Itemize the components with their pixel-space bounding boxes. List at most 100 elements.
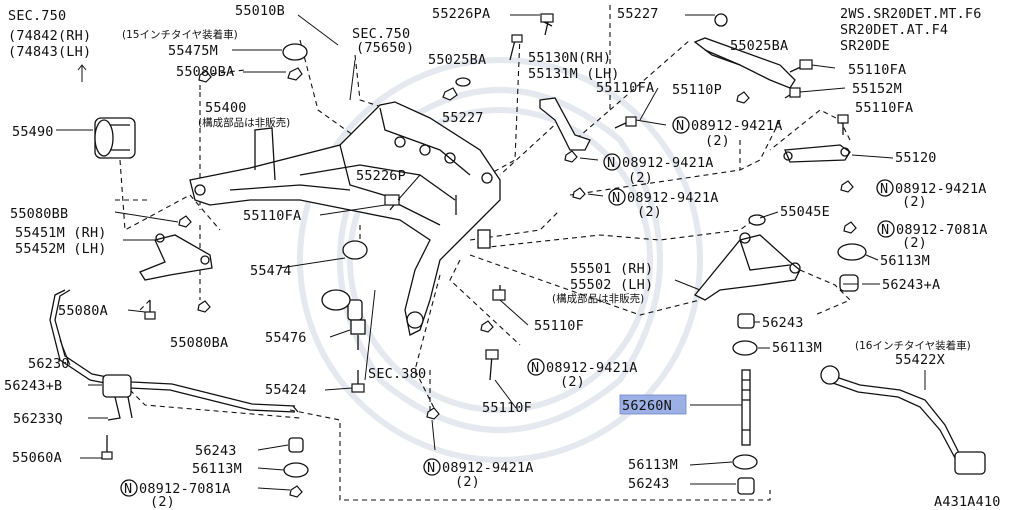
- label-08912-c: 08912-9421A: [627, 190, 719, 206]
- label-55152m: 55152M: [852, 81, 902, 97]
- rod-56260n: [741, 369, 751, 446]
- label-08912-b: 08912-9421A: [622, 155, 714, 171]
- link-55451m: [139, 233, 213, 281]
- label-08912-e: 08912-9421A: [546, 360, 638, 376]
- label-74843: (74843(LH): [8, 44, 91, 60]
- label-55226pa: 55226PA: [432, 6, 490, 22]
- label-55060a: 55060A: [12, 450, 62, 466]
- label-55227-mid: 55227: [442, 110, 484, 126]
- label-55010b: 55010B: [235, 3, 285, 19]
- label-sec380: SEC.380: [368, 366, 426, 382]
- label-55424: 55424: [265, 382, 307, 398]
- n-symbol: N: [607, 155, 615, 171]
- n-symbol: N: [881, 222, 889, 238]
- label-56113m-c: 56113M: [192, 461, 242, 477]
- label-55045e: 55045E: [780, 204, 830, 220]
- label-55130n: 55130N(RH): [528, 50, 611, 66]
- label-55475m: 55475M: [168, 43, 218, 59]
- label-56243b: 56243+B: [4, 378, 62, 394]
- stabilizer-bar-55422x: [820, 365, 986, 475]
- highlight-56260n: [619, 394, 687, 415]
- bushing-55490: [94, 117, 136, 159]
- spec-line-3: SR20DE: [840, 38, 890, 54]
- qty-08912-b: (2): [628, 170, 653, 186]
- label-56113m-d: 56113M: [628, 457, 678, 473]
- label-55110f-b: 55110F: [482, 400, 532, 416]
- label-56243-b: 56243: [195, 443, 237, 459]
- diagram-id: A431A410: [934, 494, 1001, 510]
- label-75650: (75650): [356, 40, 414, 56]
- circled-n-symbols: N N N N N N N N: [120, 116, 895, 497]
- label-74842: (74842(RH): [8, 28, 91, 44]
- qty-08912-e: (2): [560, 374, 585, 390]
- label-56233q: 56233Q: [13, 411, 63, 427]
- label-55400: 55400: [205, 100, 247, 116]
- leader-lines: [56, 14, 926, 491]
- label-55080ba-b: 55080BA: [170, 335, 228, 351]
- label-55025ba-top: 55025BA: [730, 38, 788, 54]
- label-08912-7081b: 08912-7081A: [139, 481, 231, 497]
- n-symbol: N: [676, 118, 684, 134]
- label-55226p: 55226P: [356, 168, 406, 184]
- n-symbol: N: [427, 460, 435, 476]
- n-symbol: N: [531, 360, 539, 376]
- part-labels: SEC.750 (74842(RH) (74843(LH) (15インチタイヤ装…: [4, 3, 1001, 510]
- bushing-56243b: [102, 374, 133, 421]
- label-55502: 55502 (LH): [570, 277, 653, 293]
- label-55110fa-b: 55110FA: [848, 62, 906, 78]
- label-55476: 55476: [265, 330, 307, 346]
- hardware: [101, 13, 867, 498]
- label-55490: 55490: [12, 124, 54, 140]
- spec-line-1: 2WS.SR20DET.MT.F6: [840, 6, 982, 22]
- spec-line-2: SR20DET.AT.F4: [840, 22, 948, 38]
- label-55080a: 55080A: [58, 303, 108, 319]
- qty-08912-d: (2): [902, 194, 927, 210]
- label-56230: 56230: [28, 356, 70, 372]
- label-56243-a: 56243: [762, 315, 804, 331]
- label-08912-a: 08912-9421A: [691, 118, 783, 134]
- arm-55501: [693, 232, 801, 301]
- label-55452m: 55452M (LH): [15, 241, 107, 257]
- label-56113m-b: 56113M: [772, 340, 822, 356]
- label-55110fa-a: 55110FA: [596, 80, 654, 96]
- note-15inch: (15インチタイヤ装着車): [122, 28, 238, 41]
- note-55501: (構成部品は非販売): [552, 292, 644, 305]
- label-55110p: 55110P: [672, 82, 722, 98]
- label-sec750-b: SEC.750: [352, 26, 410, 42]
- qty-08912-7081a: (2): [902, 235, 927, 251]
- label-56243-c: 56243: [628, 476, 670, 492]
- label-55110fa-c: 55110FA: [855, 100, 913, 116]
- label-55227-top: 55227: [617, 6, 659, 22]
- qty-08912-f: (2): [455, 474, 480, 490]
- label-08912-d: 08912-9421A: [895, 181, 987, 197]
- label-56260n: 56260N: [622, 398, 672, 414]
- label-55080bb: 55080BB: [10, 206, 68, 222]
- n-symbol: N: [612, 190, 620, 206]
- label-08912-f: 08912-9421A: [442, 460, 534, 476]
- label-55501: 55501 (RH): [570, 261, 653, 277]
- link-55120: [783, 144, 851, 163]
- qty-08912-7081b: (2): [150, 494, 175, 510]
- note-55400: (構成部品は非販売): [198, 116, 290, 129]
- label-55025ba-mid: 55025BA: [428, 52, 486, 68]
- label-55120: 55120: [895, 150, 937, 166]
- n-symbol: N: [880, 181, 888, 197]
- subframe-55400: [189, 101, 501, 336]
- label-55080ba-top: 55080BA: [176, 64, 234, 80]
- label-55422x: 55422X: [895, 352, 945, 368]
- label-55451m: 55451M (RH): [15, 225, 107, 241]
- note-16inch: (16インチタイヤ装着車): [855, 339, 971, 352]
- label-55131m: 55131M (LH): [528, 66, 620, 82]
- label-08912-7081a: 08912-7081A: [896, 222, 988, 238]
- label-56113m-a: 56113M: [880, 253, 930, 269]
- label-56243a: 56243+A: [882, 277, 940, 293]
- label-sec750-a: SEC.750: [8, 8, 66, 24]
- label-55110fa-d: 55110FA: [243, 208, 301, 224]
- label-55474: 55474: [250, 263, 292, 279]
- n-symbol: N: [124, 481, 132, 497]
- arm-55130n: [539, 97, 591, 151]
- label-55110f-a: 55110F: [534, 318, 584, 334]
- qty-08912-a: (2): [705, 133, 730, 149]
